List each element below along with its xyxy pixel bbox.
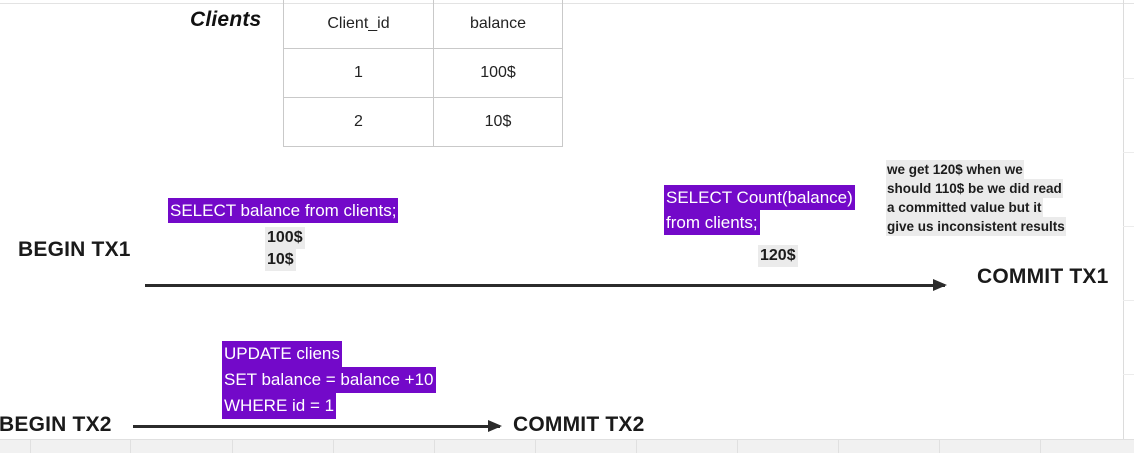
sheet-row-tick bbox=[1123, 152, 1134, 153]
table-cell-balance: 100$ bbox=[433, 48, 563, 98]
table-header-cell: balance bbox=[433, 0, 563, 49]
inconsistency-annotation: we get 120$ when we should 110$ be we di… bbox=[886, 160, 1066, 236]
tx1-result-2-line-1: 120$ bbox=[758, 245, 798, 267]
tx1-statement-1-line-1: SELECT balance from clients; bbox=[168, 198, 399, 223]
tx2-statement-1: UPDATE cliens SET balance = balance +10 … bbox=[222, 341, 436, 419]
sheet-column-band bbox=[0, 439, 1134, 453]
annotation-line-2: should 110$ be we did read bbox=[886, 179, 1063, 198]
table-row: 1 100$ bbox=[283, 48, 563, 98]
sheet-row-tick bbox=[1123, 300, 1134, 301]
sheet-row-tick bbox=[1123, 78, 1134, 79]
tx1-begin-label: BEGIN TX1 bbox=[18, 238, 131, 261]
table-header-row: Client_id balance bbox=[283, 0, 563, 49]
tx1-statement-2-line-2: from clients; bbox=[664, 210, 760, 235]
tx1-result-1-line-1: 100$ bbox=[265, 227, 305, 249]
table-caption: Clients bbox=[190, 8, 262, 31]
sheet-top-rule bbox=[0, 3, 1134, 4]
table-cell-client-id: 1 bbox=[283, 48, 434, 98]
tx1-result-1-line-2: 10$ bbox=[265, 249, 296, 271]
table-cell-balance: 10$ bbox=[433, 97, 563, 147]
sheet-row-tick bbox=[1123, 374, 1134, 375]
table-row: 2 10$ bbox=[283, 97, 563, 147]
tx1-statement-1: SELECT balance from clients; bbox=[168, 198, 399, 223]
tx1-statement-2: SELECT Count(balance) from clients; bbox=[664, 185, 855, 235]
tx2-statement-1-line-3: WHERE id = 1 bbox=[222, 393, 337, 419]
tx2-statement-1-line-2: SET balance = balance +10 bbox=[222, 367, 436, 393]
sheet-row-tick bbox=[1123, 226, 1134, 227]
clients-table: Client_id balance 1 100$ 2 10$ bbox=[283, 0, 563, 147]
tx1-statement-2-line-1: SELECT Count(balance) bbox=[664, 185, 855, 210]
tx2-commit-label: COMMIT TX2 bbox=[513, 413, 645, 436]
annotation-line-4: give us inconsistent results bbox=[886, 217, 1066, 236]
tx1-result-2: 120$ bbox=[758, 245, 798, 267]
tx2-begin-label: BEGIN TX2 bbox=[0, 413, 112, 436]
table-header-cell: Client_id bbox=[283, 0, 434, 49]
annotation-line-3: a committed value but it bbox=[886, 198, 1043, 217]
tx2-statement-1-line-1: UPDATE cliens bbox=[222, 341, 342, 367]
table-cell-client-id: 2 bbox=[283, 97, 434, 147]
tx1-commit-label: COMMIT TX1 bbox=[977, 265, 1109, 288]
annotation-line-1: we get 120$ when we bbox=[886, 160, 1024, 179]
tx2-timeline-arrow bbox=[133, 420, 502, 432]
tx1-timeline-arrow bbox=[145, 279, 947, 291]
tx1-result-1: 100$ 10$ bbox=[265, 227, 305, 271]
